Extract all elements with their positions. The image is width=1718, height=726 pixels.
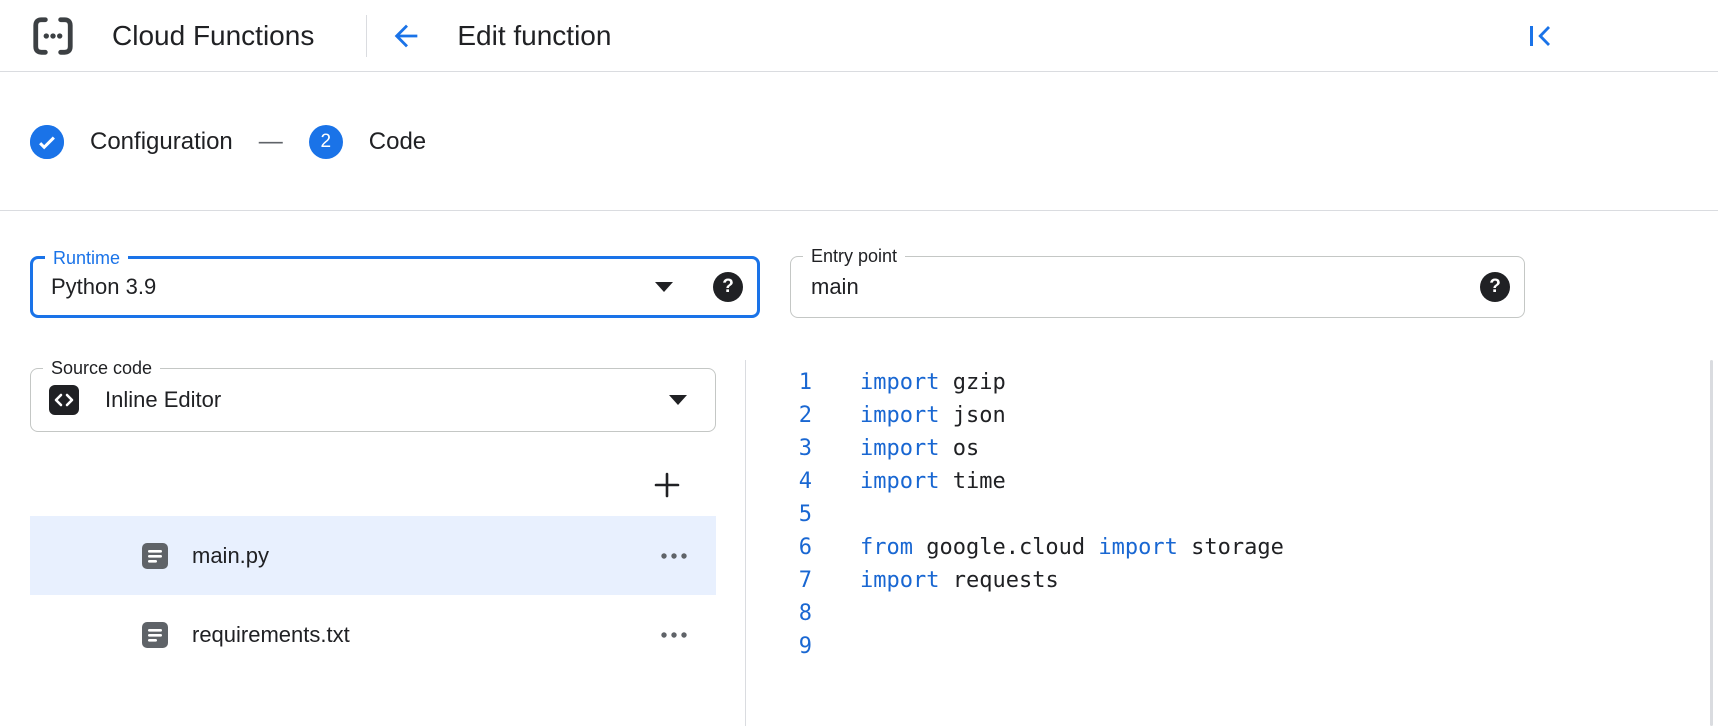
entry-point-help-icon[interactable]: ? (1480, 272, 1510, 302)
editor-scrollbar[interactable] (1710, 360, 1713, 726)
chevron-down-icon[interactable] (669, 395, 687, 405)
line-number: 7 (798, 568, 812, 593)
step-separator: — (258, 127, 283, 155)
add-file-button[interactable] (650, 468, 684, 502)
more-options-button[interactable] (658, 546, 690, 566)
header: Cloud Functions Edit function (0, 0, 1718, 72)
header-divider (366, 14, 368, 57)
code-line[interactable] (860, 498, 1284, 531)
app-title: Cloud Functions (112, 19, 315, 51)
line-number: 6 (798, 535, 812, 560)
file-name: main.py (192, 542, 270, 568)
source-code-value: Inline Editor (105, 387, 222, 412)
code-line[interactable]: from google.cloud import storage (860, 535, 1284, 560)
file-icon (140, 541, 170, 571)
line-number: 5 (798, 502, 812, 527)
collapse-panel-icon[interactable] (1522, 18, 1558, 54)
runtime-value: Python 3.9 (51, 274, 157, 299)
code-line[interactable]: import json (860, 403, 1006, 428)
code-line[interactable]: import requests (860, 568, 1059, 593)
source-code-label: Source code (43, 357, 161, 379)
file-name: requirements.txt (192, 621, 350, 647)
line-number: 1 (798, 370, 812, 395)
code-line[interactable] (860, 630, 1284, 663)
runtime-label: Runtime (45, 247, 129, 269)
step-configuration[interactable]: Configuration (30, 124, 233, 159)
check-icon (30, 124, 64, 159)
file-row[interactable]: requirements.txt (30, 595, 716, 674)
step-code[interactable]: 2 Code (308, 124, 427, 159)
code-line[interactable]: import os (860, 436, 980, 461)
runtime-help-icon[interactable]: ? (713, 272, 743, 302)
line-number: 2 (798, 403, 812, 428)
entry-point-label: Entry point (803, 245, 906, 267)
back-button[interactable] (387, 17, 425, 55)
step-2-badge: 2 (308, 124, 343, 159)
code-line[interactable]: import time (860, 469, 1006, 494)
runtime-select[interactable]: Runtime Python 3.9 ? (30, 247, 760, 318)
code-line[interactable]: import gzip (860, 370, 1006, 395)
line-number: 8 (798, 601, 812, 626)
entry-point-input[interactable] (809, 273, 1480, 301)
line-number: 9 (798, 634, 812, 659)
page-title: Edit function (457, 19, 612, 51)
stepper: Configuration — 2 Code (0, 73, 1718, 211)
code-lines[interactable]: import gzip import json import os import ti… (860, 366, 1284, 726)
source-code-panel: Source code Inline Editor main.py require… (30, 357, 716, 674)
line-number-gutter: 1 2 3 4 5 6 7 8 9 (746, 366, 812, 726)
file-list: main.py requirements.txt (30, 516, 716, 674)
chevron-down-icon[interactable] (655, 282, 673, 292)
source-code-select[interactable]: Source code Inline Editor (30, 357, 716, 432)
file-row[interactable]: main.py (30, 516, 716, 595)
line-number: 4 (798, 469, 812, 494)
entry-point-field[interactable]: Entry point ? (790, 245, 1525, 318)
file-icon (140, 620, 170, 650)
inline-editor-icon (49, 385, 79, 415)
code-editor[interactable]: 1 2 3 4 5 6 7 8 9 import gzip import json import o… (745, 360, 1718, 726)
code-line[interactable] (860, 597, 1284, 630)
step-configuration-label: Configuration (90, 127, 233, 155)
line-number: 3 (798, 436, 812, 461)
step-code-label: Code (368, 127, 427, 155)
more-options-button[interactable] (658, 625, 690, 645)
file-actions-row (30, 468, 716, 502)
cloud-functions-logo-icon (30, 13, 76, 59)
